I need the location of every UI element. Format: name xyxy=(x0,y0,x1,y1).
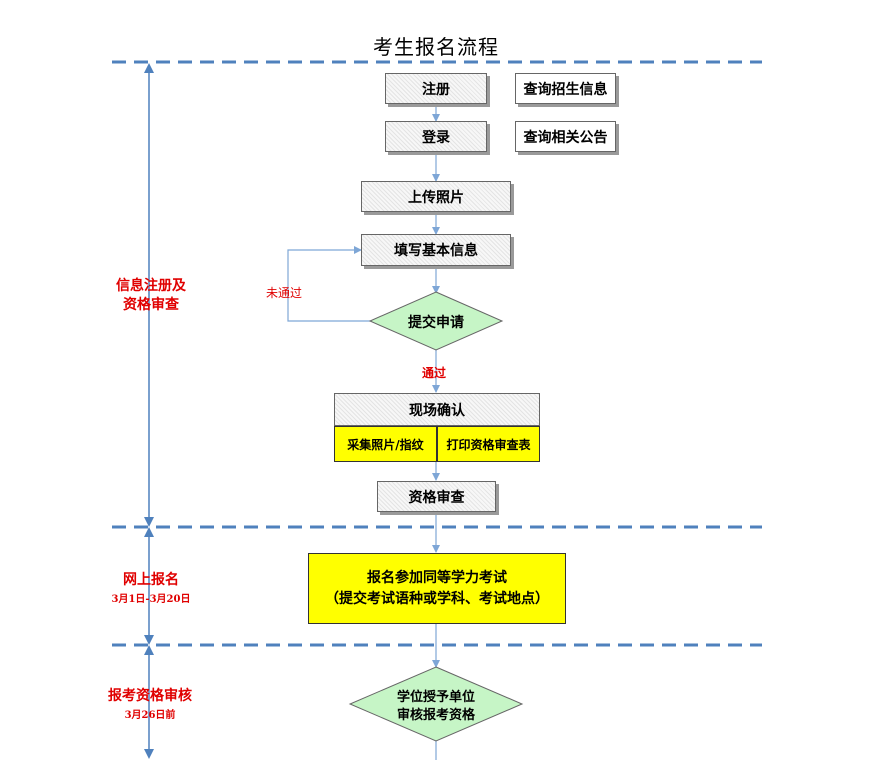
stage-3-title: 报考资格审核 xyxy=(108,688,192,704)
stage-label-online-signup: 网上报名 3月1日-3月20日 xyxy=(96,571,206,609)
stage-1-line1: 信息注册及 xyxy=(116,278,186,294)
not-passed-label: 未通过 xyxy=(266,286,303,300)
qualification-review-box: 资格审查 xyxy=(377,481,496,512)
stage-label-qualification-check: 报考资格审核 3月26日前 xyxy=(88,687,212,725)
degree-review-line1: 学位授予单位 xyxy=(396,690,475,705)
collect-photo-fingerprint-box: 采集照片/指纹 xyxy=(334,426,437,462)
exam-signup-box: 报名参加同等学力考试 （提交考试语种或学科、考试地点） xyxy=(308,553,566,624)
submit-application-diamond xyxy=(368,291,504,351)
stage-1-line2: 资格审查 xyxy=(123,297,179,313)
page-title: 考生报名流程 xyxy=(373,35,499,59)
degree-review-label: 学位授予单位 审核报考资格 xyxy=(370,689,502,725)
stage-label-registration: 信息注册及 资格审查 xyxy=(96,277,206,315)
feedback-loop-arrow xyxy=(287,246,371,322)
exam-signup-line1: 报名参加同等学力考试 xyxy=(367,569,507,586)
upload-photo-box: 上传照片 xyxy=(361,181,511,212)
stage-3-date: 3月26日前 xyxy=(124,710,176,721)
onsite-confirm-box: 现场确认 xyxy=(334,393,540,426)
stage-2-date: 3月1日-3月20日 xyxy=(111,594,191,605)
passed-label: 通过 xyxy=(422,366,447,380)
login-box: 登录 xyxy=(385,121,487,152)
stage-2-title: 网上报名 xyxy=(123,572,179,588)
query-admission-info-box: 查询招生信息 xyxy=(515,73,616,104)
exam-signup-line2: （提交考试语种或学科、考试地点） xyxy=(325,590,549,607)
query-notice-box: 查询相关公告 xyxy=(515,121,616,152)
degree-review-diamond xyxy=(348,666,524,742)
degree-review-line2: 审核报考资格 xyxy=(396,708,475,723)
submit-application-label: 提交申请 xyxy=(408,315,464,331)
print-review-form-box: 打印资格审查表 xyxy=(437,426,540,462)
fill-basic-info-box: 填写基本信息 xyxy=(361,234,511,266)
register-box: 注册 xyxy=(385,73,487,104)
